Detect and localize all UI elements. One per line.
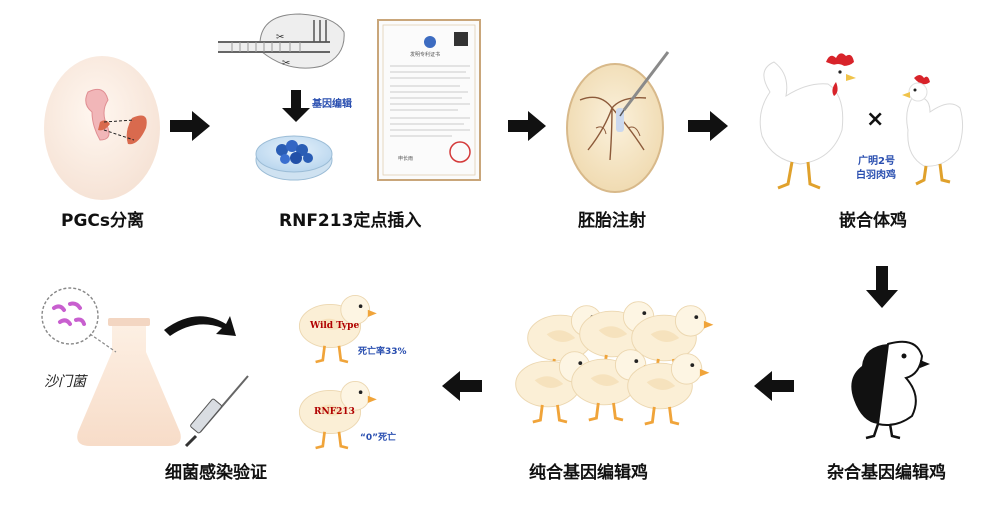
- rnf213-tag: RNF213: [314, 407, 355, 417]
- chimera-label: 嵌合体鸡: [839, 210, 907, 231]
- certificate-signature: 申长雨: [398, 155, 413, 162]
- arrow-down-icon: [282, 90, 310, 122]
- certificate-title: 发明专利证书: [410, 51, 440, 58]
- svg-text:✂: ✂: [276, 32, 284, 43]
- wt-mortality-annotation: 死亡率33%: [357, 345, 407, 357]
- egg-pgc-illustration: [44, 56, 160, 200]
- chick-6: [627, 353, 710, 426]
- pgc-isolation-label: PGCs分离: [61, 210, 144, 231]
- half-black-chick-illustration: [851, 340, 930, 440]
- chick-flock-illustration: [515, 301, 714, 426]
- arrow-left-icon: [442, 371, 482, 401]
- rnf213-chick: [298, 380, 377, 450]
- hetero-label: 杂合基因编辑鸡: [827, 462, 946, 483]
- gene-editing-annotation: 基因编辑: [311, 97, 352, 110]
- breed-name-line2: 白羽肉鸡: [856, 168, 896, 181]
- wild-type-tag: Wild Type: [309, 321, 359, 331]
- arrow-right-icon: [508, 111, 546, 141]
- embryo-injection-label: 胚胎注射: [578, 210, 646, 231]
- rnf213-insertion-label: RNF213定点插入: [279, 210, 421, 231]
- patent-certificate: 发明专利证书 申长雨: [377, 19, 481, 181]
- arrow-right-icon: [170, 111, 210, 141]
- cross-symbol: ×: [866, 107, 884, 132]
- rnf213-chick-body: [298, 380, 377, 450]
- salmonella-flask-illustration: 沙门菌: [41, 287, 181, 446]
- dna-scissor-illustration: ✂ ✂: [218, 13, 345, 69]
- embryo-egg-illustration: [566, 51, 670, 193]
- hen-illustration: [902, 75, 964, 186]
- syringe-icon: [184, 375, 249, 448]
- rnf213-mortality-annotation: “0”死亡: [360, 431, 396, 443]
- petri-dish-icon: [255, 135, 333, 181]
- homo-label: 纯合基因编辑鸡: [529, 462, 648, 483]
- svg-text:✂: ✂: [282, 58, 290, 69]
- arrow-right-icon: [688, 111, 728, 141]
- chick-5: [571, 349, 654, 422]
- wild-type-chick-body: [298, 294, 377, 364]
- curved-arrow-icon: [164, 316, 236, 336]
- wild-type-chick: [298, 294, 377, 364]
- bacterial-challenge-label: 细菌感染验证: [165, 462, 267, 483]
- arrow-left-icon: [754, 371, 794, 401]
- rooster-illustration: [759, 53, 856, 190]
- salmonella-annotation: 沙门菌: [44, 374, 88, 390]
- breed-name-line1: 广明2号: [858, 154, 895, 167]
- arrow-down-icon: [866, 266, 898, 308]
